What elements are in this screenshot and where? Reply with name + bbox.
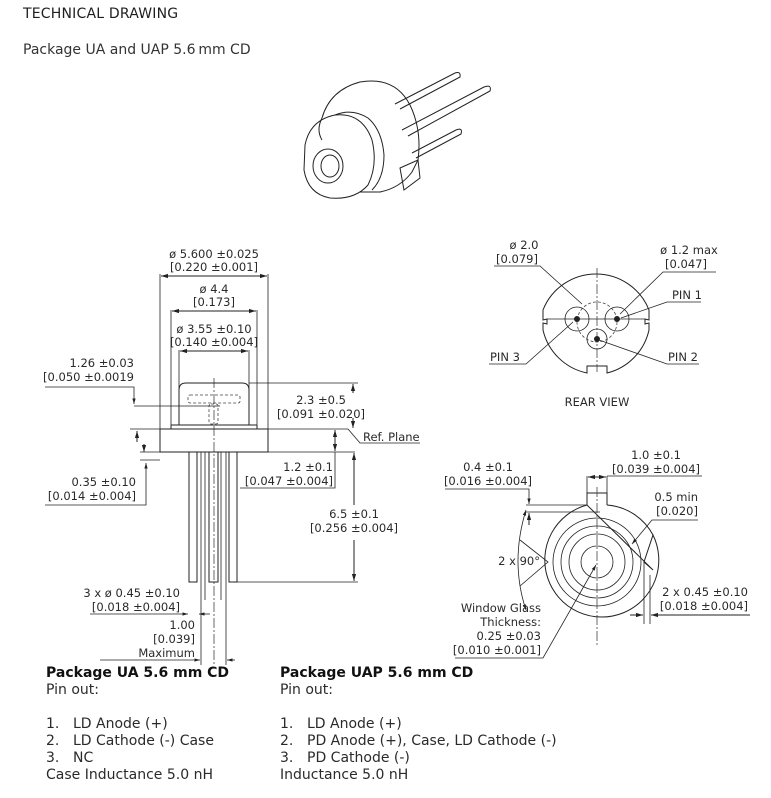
dim-notch-depth-in: [0.016 ±0.004] bbox=[444, 474, 532, 488]
dim-v-depth-in: [0.018 ±0.004] bbox=[660, 599, 748, 613]
dim-pad-dia-mm: ø 1.2 max bbox=[660, 243, 718, 257]
package-ua-pin-row: 2.LD Cathode (-) Case bbox=[46, 733, 214, 749]
package-3d-leads bbox=[394, 72, 491, 159]
dim-lead-dia-mm: 3 x ø 0.45 ±0.10 bbox=[83, 586, 180, 600]
dim-pin-circle-mm: ø 2.0 bbox=[510, 238, 539, 252]
package-uap-block: Package UAP 5.6 mm CD Pin out: 1.LD Anod… bbox=[280, 665, 557, 784]
package-uap-pin-row: 2.PD Anode (+), Case, LD Cathode (-) bbox=[280, 733, 557, 749]
pin-desc: LD Cathode (-) Case bbox=[73, 733, 214, 749]
rear-view: ø 2.0 [0.079] ø 1.2 max [0.047] PIN 1 PI… bbox=[489, 238, 718, 409]
front-view: 0.4 ±0.1 [0.016 ±0.004] 1.0 ±0.1 [0.039 … bbox=[444, 448, 750, 659]
dim-emit-height-mm: 1.26 ±0.03 bbox=[69, 356, 134, 370]
dim-notch-width-mm: 1.0 ±0.1 bbox=[631, 448, 681, 462]
dim-lead-length-in: [0.256 ±0.004] bbox=[310, 521, 398, 535]
package-ua-block: Package UA 5.6 mm CD Pin out: 1.LD Anode… bbox=[46, 665, 229, 784]
dim-pad-dia-in: [0.047] bbox=[665, 257, 707, 271]
dim-cap-dia-in: [0.173] bbox=[193, 295, 235, 309]
ref-plane-label: Ref. Plane bbox=[363, 430, 420, 444]
package-ua-pin-row: 1.LD Anode (+) bbox=[46, 716, 168, 732]
pin-desc: LD Anode (+) bbox=[73, 716, 168, 732]
package-uap-footer: Inductance 5.0 nH bbox=[280, 767, 409, 783]
pin-desc: PD Cathode (-) bbox=[307, 750, 410, 766]
dim-lead-dia-in: [0.018 ±0.004] bbox=[92, 600, 180, 614]
pin-desc: NC bbox=[73, 750, 94, 766]
dim-cap-height-in: [0.091 ±0.020] bbox=[277, 407, 365, 421]
pin-3-label: PIN 3 bbox=[490, 350, 520, 364]
dim-window-dia-mm: ø 3.55 ±0.10 bbox=[176, 322, 251, 336]
package-ua-title: Package UA 5.6 mm CD bbox=[46, 665, 230, 681]
dim-emit-height-in: [0.050 ±0.0019 bbox=[43, 370, 134, 384]
package-uap-title: Package UAP 5.6 mm CD bbox=[280, 665, 474, 681]
package-3d-illustration bbox=[303, 72, 491, 199]
dim-outer-dia-in: [0.220 ±0.001] bbox=[170, 260, 258, 274]
pin-1-label: PIN 1 bbox=[672, 288, 702, 302]
dim-flange-thickness-mm: 1.2 ±0.1 bbox=[283, 460, 333, 474]
dim-flange-offset-in: [0.014 ±0.004] bbox=[48, 489, 136, 503]
dim-v-angle: 2 x 90° bbox=[498, 554, 540, 568]
dim-wall-min-mm: 0.5 min bbox=[654, 490, 698, 504]
dim-pin-circle-in: [0.079] bbox=[496, 252, 538, 266]
package-ua-pinout-label: Pin out: bbox=[46, 682, 99, 698]
package-ua-pin-row: 3.NC bbox=[46, 750, 94, 766]
side-view: ø 5.600 ±0.025 [0.220 ±0.001] ø 4.4 [0.1… bbox=[43, 247, 420, 665]
pin-2-label: PIN 2 bbox=[668, 350, 698, 364]
package-uap-pinout-label: Pin out: bbox=[280, 682, 333, 698]
rear-view-label: REAR VIEW bbox=[565, 395, 630, 409]
package-uap-pin-row: 3.PD Cathode (-) bbox=[280, 750, 410, 766]
dim-window-dia-in: [0.140 ±0.004] bbox=[170, 335, 258, 349]
dim-notch-width-in: [0.039 ±0.004] bbox=[612, 462, 700, 476]
dim-notch-depth-mm: 0.4 ±0.1 bbox=[463, 460, 513, 474]
pin-desc: LD Anode (+) bbox=[307, 716, 402, 732]
pin-desc: PD Anode (+), Case, LD Cathode (-) bbox=[307, 733, 557, 749]
window-glass-thickness-in: [0.010 ±0.001] bbox=[453, 643, 541, 657]
side-view-leads bbox=[188, 451, 238, 665]
package-uap-pin-row: 1.LD Anode (+) bbox=[280, 716, 402, 732]
page-title: TECHNICAL DRAWING bbox=[23, 6, 179, 22]
dim-lead-length-mm: 6.5 ±0.1 bbox=[329, 507, 379, 521]
package-ua-footer: Case Inductance 5.0 nH bbox=[46, 767, 213, 783]
dim-wall-min-in: [0.020] bbox=[656, 504, 698, 518]
dim-lead-spacing-note: Maximum bbox=[138, 646, 195, 660]
dim-cap-dia-mm: ø 4.4 bbox=[200, 282, 229, 296]
dim-flange-thickness-in: [0.047 ±0.004] bbox=[245, 474, 333, 488]
dim-lead-spacing-mm: 1.00 bbox=[169, 618, 195, 632]
window-glass-label-2: Thickness: bbox=[479, 615, 541, 629]
dim-cap-height-mm: 2.3 ±0.5 bbox=[296, 393, 346, 407]
dim-lead-spacing-in: [0.039] bbox=[153, 632, 195, 646]
page-subtitle: Package UA and UAP 5.6 mm CD bbox=[23, 42, 251, 58]
dim-flange-offset-mm: 0.35 ±0.10 bbox=[71, 475, 136, 489]
dim-outer-dia-mm: ø 5.600 ±0.025 bbox=[169, 247, 259, 261]
window-glass-thickness-mm: 0.25 ±0.03 bbox=[476, 629, 541, 643]
dim-v-depth-mm: 2 x 0.45 ±0.10 bbox=[662, 585, 748, 599]
window-glass-label-1: Window Glass bbox=[461, 601, 541, 615]
